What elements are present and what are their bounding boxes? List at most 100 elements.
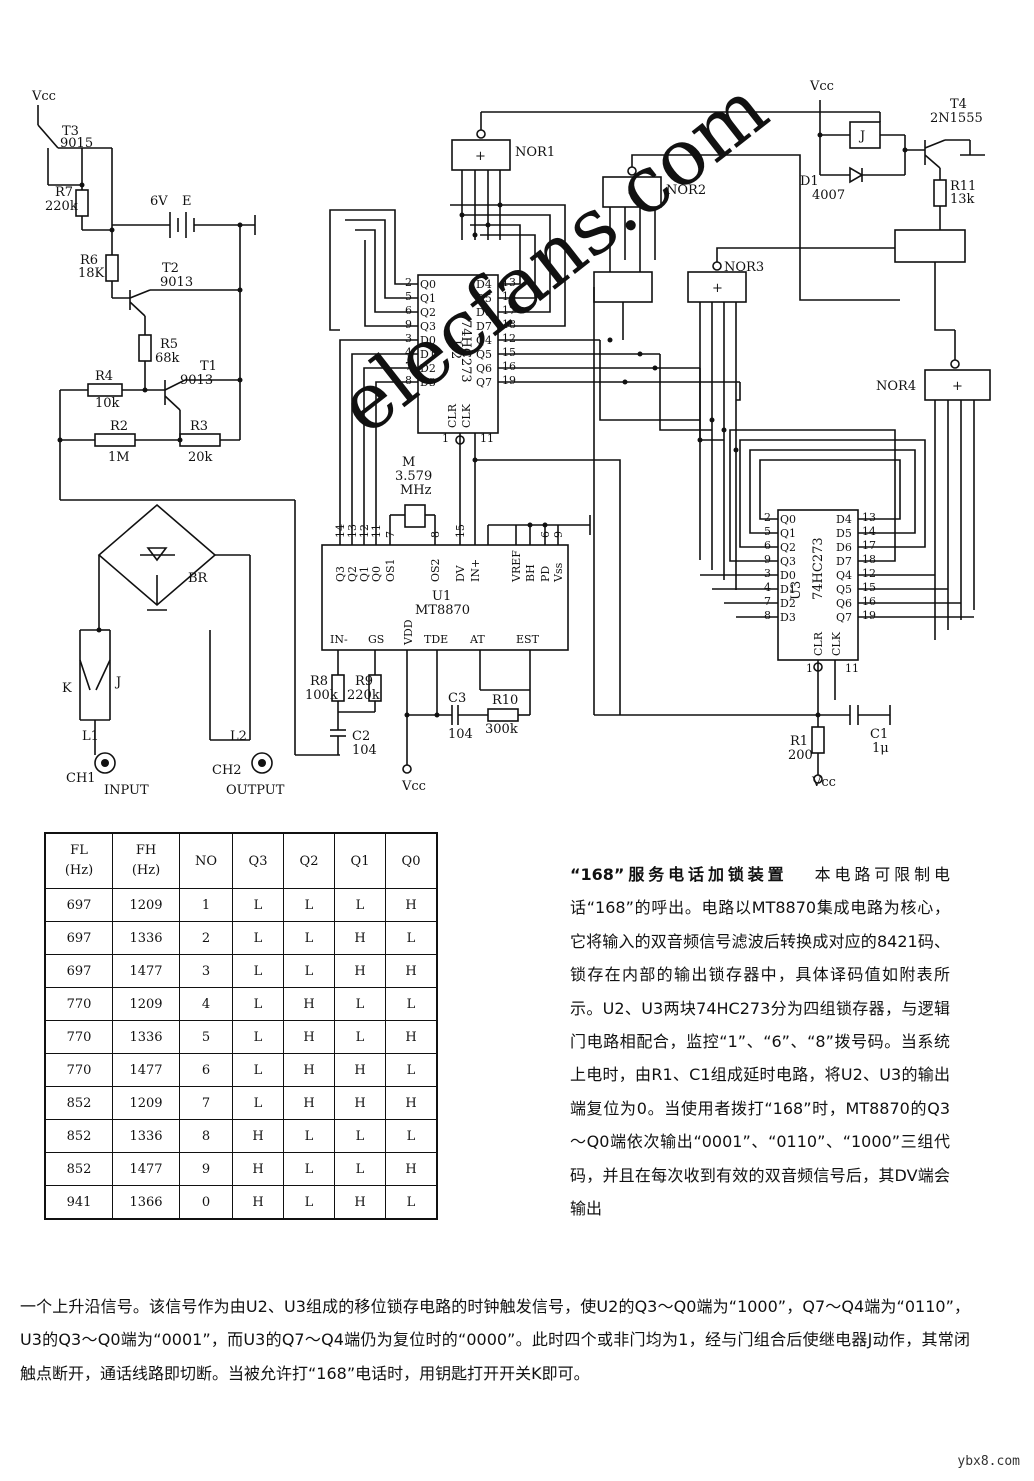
table-header-row: FL(Hz) FH(Hz) NO Q3 Q2 Q1 Q0 — [44, 832, 438, 889]
u2-pin-name: D2 — [420, 362, 436, 375]
u2-pin-name: D0 — [420, 334, 436, 347]
table-cell: H — [283, 1053, 335, 1087]
u2-name: U2 — [448, 340, 463, 359]
u1-pin-name: Vss — [552, 562, 565, 583]
article-body-part2: 一个上升沿信号。该信号作为由U2、U3组成的移位锁存电路的时钟触发信号，使U2的… — [20, 1297, 970, 1383]
u3-pin-number: 5 — [764, 525, 771, 538]
u3-pin-number: 17 — [862, 539, 876, 552]
u2-pin-number: 1 — [442, 432, 449, 445]
table-cell: L — [385, 987, 438, 1021]
u1-pin-number: 15 — [454, 524, 467, 538]
u1-part: MT8870 — [415, 603, 470, 618]
table-cell: 1 — [179, 888, 233, 922]
r2-label: R2 — [110, 419, 128, 434]
u1-pin-name: Q0 — [370, 566, 383, 582]
u1-pin-name: Q2 — [346, 566, 359, 582]
table-cell: H — [232, 1152, 284, 1186]
input-label: INPUT — [104, 783, 149, 798]
t3-type: 9015 — [60, 136, 93, 151]
r5-label: R5 — [160, 337, 178, 352]
u2-pin-number: 11 — [480, 432, 494, 445]
r1-label: R1 — [790, 734, 808, 749]
table-cell: H — [334, 954, 386, 988]
u2-pin-number: 9 — [405, 318, 412, 331]
table-cell: 697 — [44, 921, 113, 955]
u2-pin-name: D7 — [476, 320, 492, 333]
u1-pin-name: OS1 — [384, 558, 397, 582]
u3-pin-number: 9 — [764, 553, 771, 566]
u3-pin-number: 11 — [845, 662, 859, 675]
u1-pin-name: GS — [368, 633, 384, 646]
u3-pin-name: Q4 — [836, 569, 852, 582]
table-cell: L — [232, 1053, 284, 1087]
table-cell: L — [283, 1119, 335, 1153]
table-cell: 852 — [44, 1119, 113, 1153]
u3-pin-name: D0 — [780, 569, 796, 582]
battery-name: E — [182, 194, 192, 209]
u1-name: U1 — [432, 589, 451, 604]
site-footer: ybx8.com — [957, 1454, 1020, 1469]
u1-pin-name: EST — [516, 633, 540, 646]
u1-pin-name: Q1 — [358, 566, 371, 582]
u2-pin-number: 16 — [502, 360, 516, 373]
ch1-label: CH1 — [66, 771, 96, 786]
table-cell: H — [232, 1185, 284, 1220]
u3-pin-name: D6 — [836, 541, 852, 554]
crystal-name: M — [402, 455, 415, 470]
article-title: “168”服务电话加锁装置 — [570, 865, 788, 884]
r3-label: R3 — [190, 419, 208, 434]
u2-pin-number: 7 — [405, 360, 412, 373]
u2-pin-name: Q4 — [476, 334, 492, 347]
table-cell: H — [334, 1053, 386, 1087]
header-fl: FL(Hz) — [44, 832, 113, 889]
t3-label: T3 — [62, 124, 79, 139]
u1-pin-name: OS2 — [429, 558, 442, 582]
r9-label: R9 — [355, 674, 373, 689]
u3-pin-name: Q3 — [780, 555, 796, 568]
u2-pin-name: Q5 — [476, 348, 492, 361]
u2-pin-name: Q2 — [420, 306, 436, 319]
r11-label: R11 — [950, 179, 976, 194]
t1-label: T1 — [200, 359, 217, 374]
u2-pin-number: 17 — [502, 304, 516, 317]
u2-pin-number: 18 — [502, 318, 516, 331]
diode-type: 4007 — [812, 188, 845, 203]
u3-pin-number: 3 — [764, 567, 771, 580]
table-cell: 9 — [179, 1152, 233, 1186]
table-cell: L — [283, 1185, 335, 1220]
r6-label: R6 — [80, 253, 98, 268]
u1-pin-number: 13 — [346, 524, 359, 538]
u3-pin-number: 7 — [764, 595, 771, 608]
u2-pin-name: Q7 — [476, 376, 492, 389]
table-cell: L — [283, 954, 335, 988]
vcc-label-3: Vcc — [401, 779, 426, 794]
table-cell: 6 — [179, 1053, 233, 1087]
table-cell: H — [283, 1086, 335, 1120]
r7-label: R7 — [55, 185, 73, 200]
table-cell: H — [385, 954, 438, 988]
vcc-label-2: Vcc — [809, 79, 834, 94]
nor4-symbol: + — [952, 379, 963, 394]
t4-label: T4 — [950, 97, 967, 112]
r8-value: 100k — [305, 688, 338, 703]
table-cell: H — [283, 1020, 335, 1054]
u2-pin-name: Q0 — [420, 278, 436, 291]
table-cell: L — [385, 1053, 438, 1087]
r1-value: 200 — [788, 748, 813, 763]
r4-label: R4 — [95, 369, 113, 384]
u2-pin-number: 13 — [502, 276, 516, 289]
u2-part: 74HC273 — [458, 320, 473, 383]
u3-pin-number: 8 — [764, 609, 771, 622]
table-cell: L — [334, 1152, 386, 1186]
u3-pin-number: 15 — [862, 581, 876, 594]
u3-pin-number: 14 — [862, 525, 876, 538]
u2-clr-pin: CLR — [446, 403, 459, 428]
r10-label: R10 — [492, 693, 518, 708]
